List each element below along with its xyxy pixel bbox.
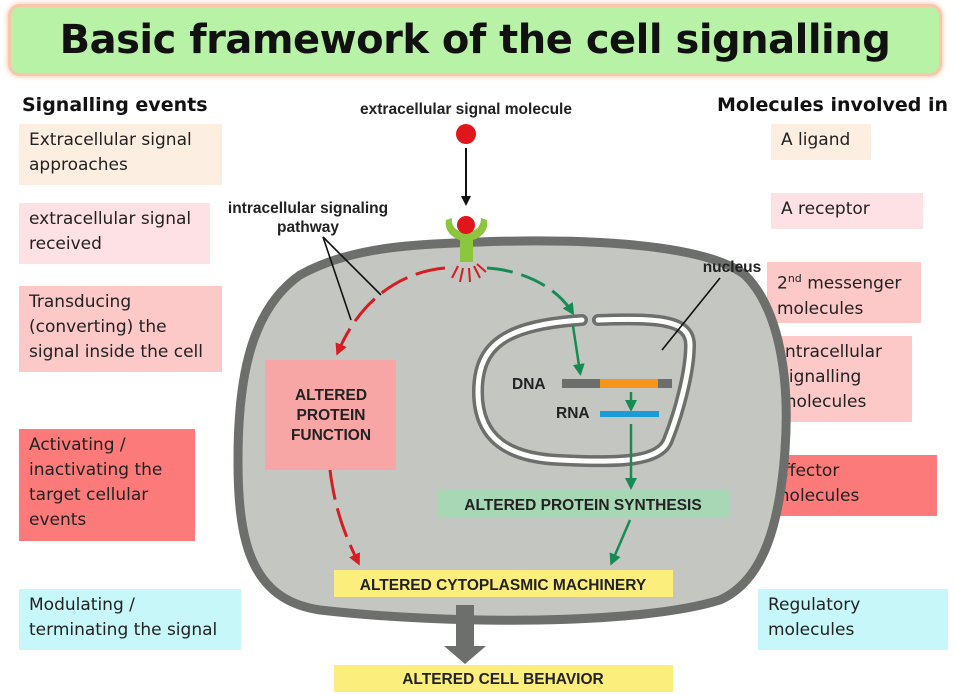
pathway-label-line1: intracellular signaling xyxy=(228,200,388,217)
molecule-second-messenger: 2nd messenger molecules xyxy=(767,262,921,323)
cell-body xyxy=(233,236,791,625)
green-to-dna-arrow xyxy=(571,325,585,376)
title-banner: Basic framework of the cell signalling xyxy=(8,4,942,76)
synthesis-to-cytoplasm-arrow xyxy=(609,519,632,566)
protein-synthesis-label: ALTERED PROTEIN SYNTHESIS xyxy=(464,497,701,514)
molecule-effector: Effector molecules xyxy=(763,455,937,516)
protein-synthesis-box xyxy=(437,490,729,518)
left-column-header: Signalling events xyxy=(22,94,208,116)
event-modulating-signal: Modulating / terminating the signal xyxy=(19,589,241,650)
protein-function-box xyxy=(265,360,396,470)
receptor-activation-rays xyxy=(451,263,487,283)
green-pathway-arrow xyxy=(486,266,575,316)
protein-function-line3: FUNCTION xyxy=(291,427,371,444)
red-output-arrow xyxy=(328,469,360,566)
rna-strand xyxy=(600,411,659,417)
dna-label: DNA xyxy=(512,376,546,393)
event-signal-received: extracellular signal received xyxy=(19,203,210,264)
page-title: Basic framework of the cell signalling xyxy=(59,17,891,63)
receptor xyxy=(445,216,488,262)
dna-strand xyxy=(562,379,672,388)
nucleus-membrane xyxy=(471,313,697,468)
signal-molecule xyxy=(456,124,476,144)
behavior-arrow xyxy=(444,605,486,664)
event-extracellular-signal-approaches: Extracellular signal approaches xyxy=(19,124,222,185)
pathway-label-line2: pathway xyxy=(277,219,339,236)
second-messenger-suffix: nd xyxy=(787,272,802,285)
pathway-pointer-1 xyxy=(322,236,382,296)
right-column-header: Molecules involved in xyxy=(717,94,948,116)
cell-behavior-box xyxy=(334,665,673,692)
event-activating-target: Activating / inactivating the target cel… xyxy=(19,429,195,541)
rna-label: RNA xyxy=(556,405,590,422)
cytoplasmic-box xyxy=(334,570,673,597)
cytoplasmic-label: ALTERED CYTOPLASMIC MACHINERY xyxy=(360,577,647,594)
red-pathway-arrow xyxy=(335,266,446,356)
molecule-regulatory: Regulatory molecules xyxy=(758,589,948,650)
molecule-receptor: A receptor xyxy=(771,193,923,229)
nucleus-label: nucleus xyxy=(703,259,762,276)
signal-molecule-label: extracellular signal molecule xyxy=(360,101,572,118)
second-messenger-text: messenger molecules xyxy=(777,273,902,319)
second-messenger-number: 2 xyxy=(777,273,788,294)
pathway-pointer-2 xyxy=(322,236,352,321)
protein-function-line1: ALTERED xyxy=(295,387,367,404)
molecule-ligand: A ligand xyxy=(771,124,871,160)
nucleus-pointer xyxy=(661,277,721,351)
protein-function-line2: PROTEIN xyxy=(297,407,366,424)
event-transducing-signal: Transducing (converting) the signal insi… xyxy=(19,286,222,372)
cell-behavior-label: ALTERED CELL BEHAVIOR xyxy=(402,671,604,688)
molecule-intracellular: Intracellular signalling molecules xyxy=(770,336,912,422)
